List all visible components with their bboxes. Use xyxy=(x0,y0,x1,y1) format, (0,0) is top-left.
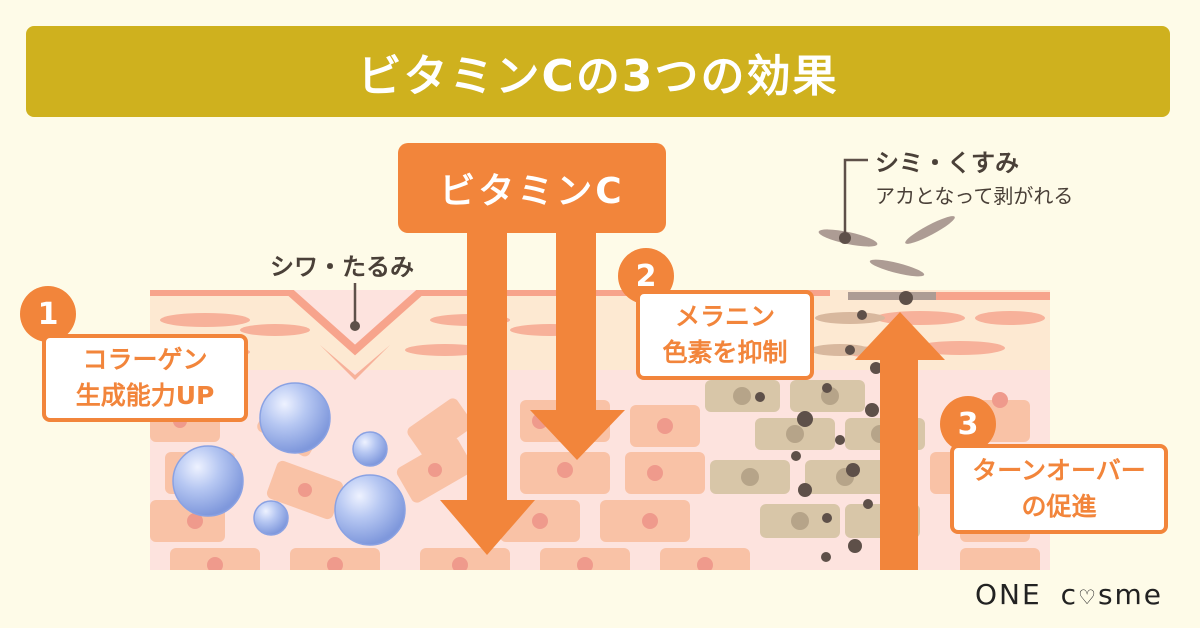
spots-annotation-sub: アカとなって剥がれる xyxy=(875,184,1074,208)
logo-text-c: c xyxy=(1060,578,1078,611)
effect-3-number-badge: 3 xyxy=(940,396,996,452)
vitamin-c-label-box: ビタミンC xyxy=(398,143,666,233)
logo-text-one: ONE xyxy=(975,578,1042,611)
effect-3-label-box: ターンオーバー の促進 xyxy=(950,444,1168,534)
effect-3-line2: の促進 xyxy=(1021,492,1097,521)
effect-1-label-box: コラーゲン 生成能力UP xyxy=(42,334,248,422)
spots-leader-line xyxy=(843,158,868,238)
effect-1-line2: 生成能力UP xyxy=(75,381,215,410)
effect-1-number-badge: 1 xyxy=(20,286,76,342)
page-title: ビタミンCの3つの効果 xyxy=(357,50,839,102)
brand-logo: ONE c♡sme xyxy=(975,578,1163,611)
effect-2-label-box: メラニン 色素を抑制 xyxy=(636,290,814,380)
wrinkle-annotation: シワ・たるみ xyxy=(270,253,414,281)
effect-3-line1: ターンオーバー xyxy=(972,456,1146,485)
logo-text-sme: sme xyxy=(1097,578,1164,611)
vitamin-c-label: ビタミンC xyxy=(439,171,625,212)
spots-annotation: シミ・くすみ xyxy=(875,149,1019,177)
collagen-water-drops xyxy=(172,382,406,546)
effect-2-line2: 色素を抑制 xyxy=(662,338,788,367)
vitamin-c-arrows xyxy=(440,225,945,570)
melanin-particles xyxy=(755,291,913,562)
effect-1-line1: コラーゲン xyxy=(82,345,208,374)
skin-flakes xyxy=(818,216,955,277)
heart-icon: ♡ xyxy=(1078,585,1098,609)
effect-2-line1: メラニン xyxy=(674,302,775,331)
title-banner: ビタミンCの3つの効果 xyxy=(26,26,1170,117)
